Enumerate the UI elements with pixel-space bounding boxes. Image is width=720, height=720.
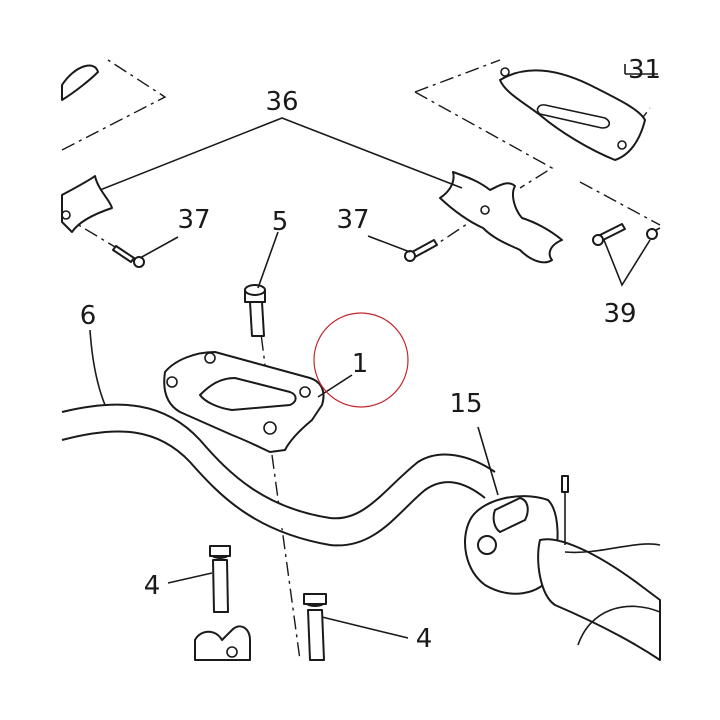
leader-lines bbox=[89, 117, 651, 639]
callout-37-right: 37 bbox=[336, 205, 369, 235]
mirror-arm-left bbox=[61, 64, 113, 233]
screw-39-left bbox=[592, 223, 626, 246]
callout-6: 6 bbox=[80, 301, 97, 331]
callout-15: 15 bbox=[449, 389, 482, 419]
callout-4-right: 4 bbox=[416, 624, 433, 654]
switch-housing bbox=[464, 475, 661, 661]
bolt-5 bbox=[244, 284, 266, 337]
screw-39-right bbox=[646, 227, 661, 240]
callout-5: 5 bbox=[272, 207, 289, 237]
bolt-4-left bbox=[209, 545, 231, 613]
bolt-4-right bbox=[303, 593, 327, 661]
handlebar-clamp-cap bbox=[163, 351, 325, 453]
callout-37-left: 37 bbox=[177, 205, 210, 235]
callout-1: 1 bbox=[352, 349, 369, 379]
highlight-circle bbox=[313, 312, 409, 408]
handlebar bbox=[59, 403, 496, 547]
callout-labels: 36 37 37 5 31 39 6 1 15 4 4 bbox=[80, 55, 661, 654]
screw-37-left bbox=[112, 245, 145, 268]
screw-37-right bbox=[404, 239, 438, 262]
lower-clamp-fragment bbox=[194, 625, 251, 661]
mirror-bracket-center bbox=[439, 171, 563, 264]
callout-31: 31 bbox=[628, 55, 661, 85]
callout-39: 39 bbox=[603, 299, 636, 329]
callout-4-left: 4 bbox=[144, 571, 161, 601]
callout-36: 36 bbox=[265, 87, 298, 117]
lever-bracket-right bbox=[499, 64, 658, 161]
